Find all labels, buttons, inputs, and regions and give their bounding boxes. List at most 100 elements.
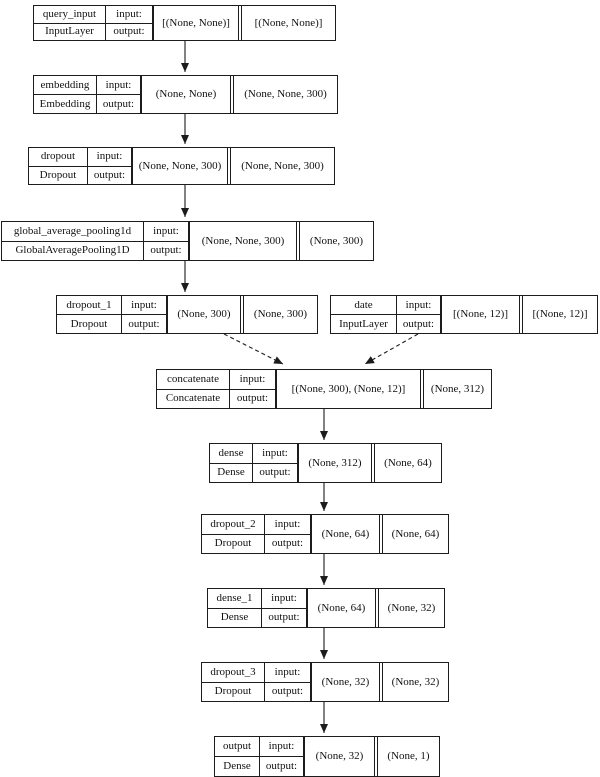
- output-shape-value: (None, 1): [387, 750, 430, 762]
- layer-name-col: dropout Dropout: [29, 148, 88, 184]
- output-label: output:: [93, 168, 126, 181]
- input-shape-value: (None, None, 300): [138, 159, 222, 172]
- node-dense: dense Dense input: output: (None, 312) (…: [209, 443, 442, 483]
- node-query-input: query_input InputLayer input: output: [(…: [33, 5, 336, 41]
- io-col: input: output:: [106, 6, 154, 40]
- output-shape-value: (None, 300): [309, 234, 364, 247]
- layer-type: Concatenate: [165, 392, 221, 405]
- node-embedding: embedding Embedding input: output: (None…: [33, 75, 338, 114]
- layer-name-col: query_input InputLayer: [34, 6, 106, 40]
- input-shape-value: (None, 312): [308, 456, 362, 469]
- output-shape: (None, 64): [374, 444, 441, 482]
- input-shape-value: [(None, None)]: [162, 16, 230, 29]
- output-shape: (None, 312): [423, 370, 491, 408]
- output-shape: (None, 32): [382, 663, 448, 701]
- output-label: output:: [259, 466, 291, 479]
- output-shape: [(None, 12)]: [522, 296, 597, 333]
- input-shape: (None, 312): [299, 444, 372, 482]
- input-shape-value: (None, 32): [315, 750, 364, 762]
- input-label: input:: [97, 76, 140, 95]
- output-label: output:: [271, 685, 304, 698]
- layer-name: dropout_3: [202, 663, 264, 683]
- input-label: input:: [265, 663, 310, 683]
- input-shape-value: (None, None): [155, 88, 217, 100]
- layer-type: Dropout: [70, 317, 108, 330]
- output-shape: (None, 64): [382, 515, 448, 553]
- output-label: output:: [271, 537, 304, 550]
- node-output: output Dense input: output: (None, 32) (…: [214, 736, 440, 777]
- layer-type: GlobalAveragePooling1D: [15, 244, 130, 257]
- edge-date-to-concatenate: [364, 333, 419, 365]
- layer-name-col: output Dense: [215, 737, 260, 776]
- layer-type: InputLayer: [45, 25, 94, 38]
- node-dropout-2: dropout_2 Dropout input: output: (None, …: [201, 514, 449, 554]
- layer-name: global_average_pooling1d: [2, 222, 143, 242]
- output-label: output:: [128, 317, 160, 330]
- input-label: input:: [88, 148, 131, 167]
- input-shape-value: (None, 64): [317, 601, 366, 614]
- input-shape: (None, 32): [305, 737, 375, 776]
- output-shape-value: (None, 64): [384, 456, 432, 469]
- output-shape-value: (None, 32): [391, 675, 440, 688]
- layer-name: date: [331, 296, 396, 315]
- input-label: input:: [230, 370, 275, 390]
- edge-dropout-1-to-concatenate: [223, 333, 284, 365]
- output-label: output:: [102, 97, 135, 110]
- input-label: input:: [122, 296, 166, 315]
- io-col: input: output:: [262, 589, 308, 627]
- layer-name-col: dropout_2 Dropout: [202, 515, 265, 553]
- output-shape: (None, None, 300): [230, 148, 334, 184]
- input-label: input:: [262, 589, 306, 609]
- node-dropout-1: dropout_1 Dropout input: output: (None, …: [56, 295, 318, 334]
- layer-type: Dense: [223, 760, 251, 772]
- input-shape: (None, None, 300): [190, 222, 297, 260]
- layer-name: dropout_1: [57, 296, 121, 315]
- output-label: output:: [113, 25, 145, 38]
- layer-name-col: dense Dense: [210, 444, 253, 482]
- node-date: date InputLayer input: output: [(None, 1…: [330, 295, 598, 334]
- layer-name-col: embedding Embedding: [34, 76, 97, 113]
- layer-type: Dropout: [214, 537, 252, 550]
- input-label: input:: [397, 296, 440, 315]
- output-label: output:: [402, 317, 435, 330]
- output-shape-value: (None, 32): [387, 601, 436, 614]
- input-shape: (None, 64): [312, 515, 380, 553]
- layer-type: Dropout: [39, 168, 77, 181]
- node-global-average-pooling1d: global_average_pooling1d GlobalAveragePo…: [1, 221, 374, 261]
- input-shape-value: (None, 32): [321, 675, 370, 688]
- input-shape-value: (None, 64): [321, 527, 370, 540]
- input-shape: [(None, 300), (None, 12)]: [277, 370, 421, 408]
- node-dropout-3: dropout_3 Dropout input: output: (None, …: [201, 662, 449, 702]
- input-shape: (None, None, 300): [133, 148, 228, 184]
- output-shape-value: (None, 64): [391, 527, 440, 540]
- input-shape: (None, 300): [168, 296, 241, 333]
- io-col: input: output:: [230, 370, 277, 408]
- input-shape-value: (None, 300): [177, 308, 231, 320]
- layer-name: dense_1: [208, 589, 261, 609]
- output-label: output:: [236, 392, 269, 405]
- input-shape: (None, 64): [308, 589, 376, 627]
- output-shape-value: [(None, None)]: [254, 16, 323, 29]
- input-shape: (None, 32): [312, 663, 380, 701]
- output-shape: (None, 300): [299, 222, 373, 260]
- input-label: input:: [265, 515, 310, 535]
- input-label: input:: [106, 6, 152, 24]
- io-col: input: output:: [253, 444, 299, 482]
- input-shape: [(None, 12)]: [442, 296, 520, 333]
- layer-name-col: concatenate Concatenate: [157, 370, 230, 408]
- output-label: output:: [268, 611, 300, 624]
- layer-type: InputLayer: [339, 317, 388, 330]
- input-shape-value: (None, None, 300): [201, 234, 285, 247]
- io-col: input: output:: [144, 222, 190, 260]
- layer-name-col: date InputLayer: [331, 296, 397, 333]
- layer-type: Dense: [217, 466, 245, 479]
- io-col: input: output:: [260, 737, 305, 776]
- output-shape: [(None, None)]: [241, 6, 335, 40]
- output-shape: (None, 32): [378, 589, 444, 627]
- output-shape: (None, 300): [243, 296, 317, 333]
- input-shape-value: [(None, 300), (None, 12)]: [291, 382, 406, 395]
- output-shape-value: (None, 312): [430, 382, 485, 395]
- input-label: input:: [260, 737, 303, 757]
- layer-name: embedding: [34, 76, 96, 95]
